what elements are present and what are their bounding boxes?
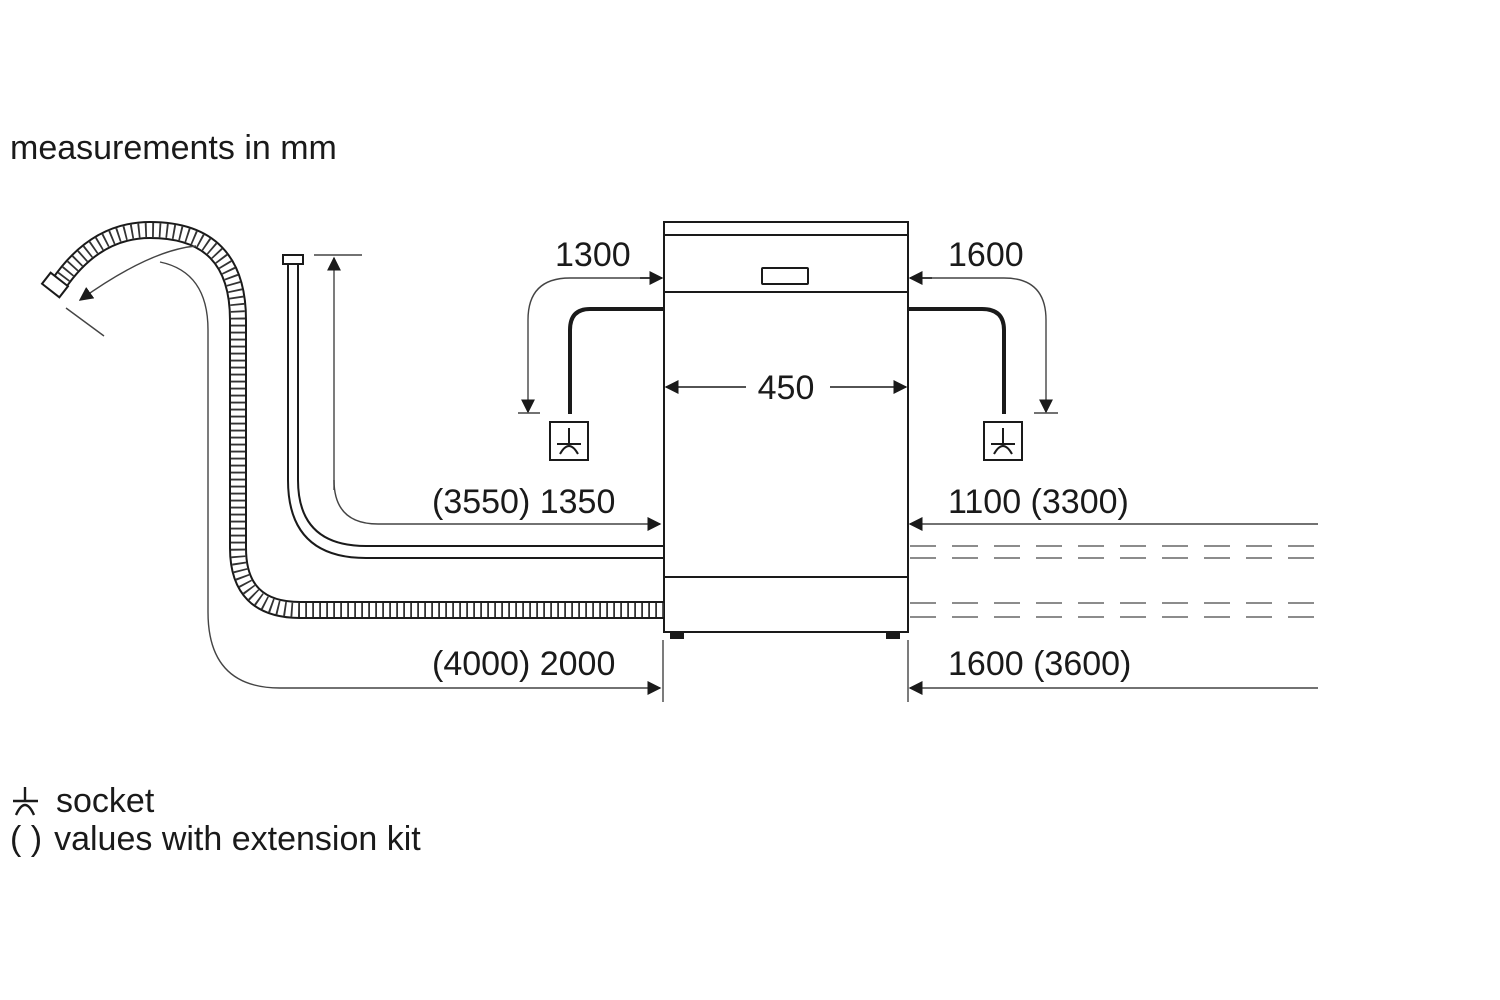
supply-extension-dashed bbox=[910, 545, 1318, 559]
socket-icon bbox=[10, 785, 44, 817]
supply-left-label: (3550) 1350 bbox=[432, 483, 615, 521]
drain-right-label: 1600 (3600) bbox=[948, 645, 1131, 683]
legend-extension-label: values with extension kit bbox=[54, 820, 421, 858]
dishwasher-outline bbox=[663, 221, 909, 633]
socket-icon bbox=[549, 421, 589, 461]
cable-guide-right bbox=[918, 277, 1058, 414]
drain-guide-left bbox=[159, 261, 662, 695]
cable-guide-left bbox=[518, 277, 654, 414]
drain-outlet-guide bbox=[65, 245, 197, 337]
legend-extension: ( ) values with extension kit bbox=[10, 820, 421, 858]
legend-socket-label: socket bbox=[56, 782, 155, 820]
supply-guide-left bbox=[333, 479, 662, 531]
supply-right-label: 1100 (3300) bbox=[948, 483, 1129, 521]
water-supply-hose bbox=[282, 254, 664, 559]
extension-lines bbox=[662, 640, 909, 702]
legend-paren-symbol: ( ) bbox=[10, 820, 43, 858]
width-label: 450 bbox=[758, 369, 815, 407]
drain-left-label: (4000) 2000 bbox=[432, 645, 615, 683]
power-cable-left bbox=[568, 307, 664, 414]
socket-icon bbox=[983, 421, 1023, 461]
drain-hose bbox=[40, 220, 664, 619]
legend: socket ( ) values with extension kit bbox=[10, 782, 421, 858]
power-cable-right bbox=[908, 307, 1006, 414]
cable-left-label: 1300 bbox=[555, 236, 631, 274]
supply-height-guide bbox=[314, 254, 362, 490]
cable-right-label: 1600 bbox=[948, 236, 1024, 274]
diagram-title: measurements in mm bbox=[10, 129, 337, 167]
dishwasher-feet bbox=[670, 632, 900, 639]
legend-socket: socket bbox=[10, 782, 421, 820]
drain-extension-dashed bbox=[910, 602, 1318, 618]
